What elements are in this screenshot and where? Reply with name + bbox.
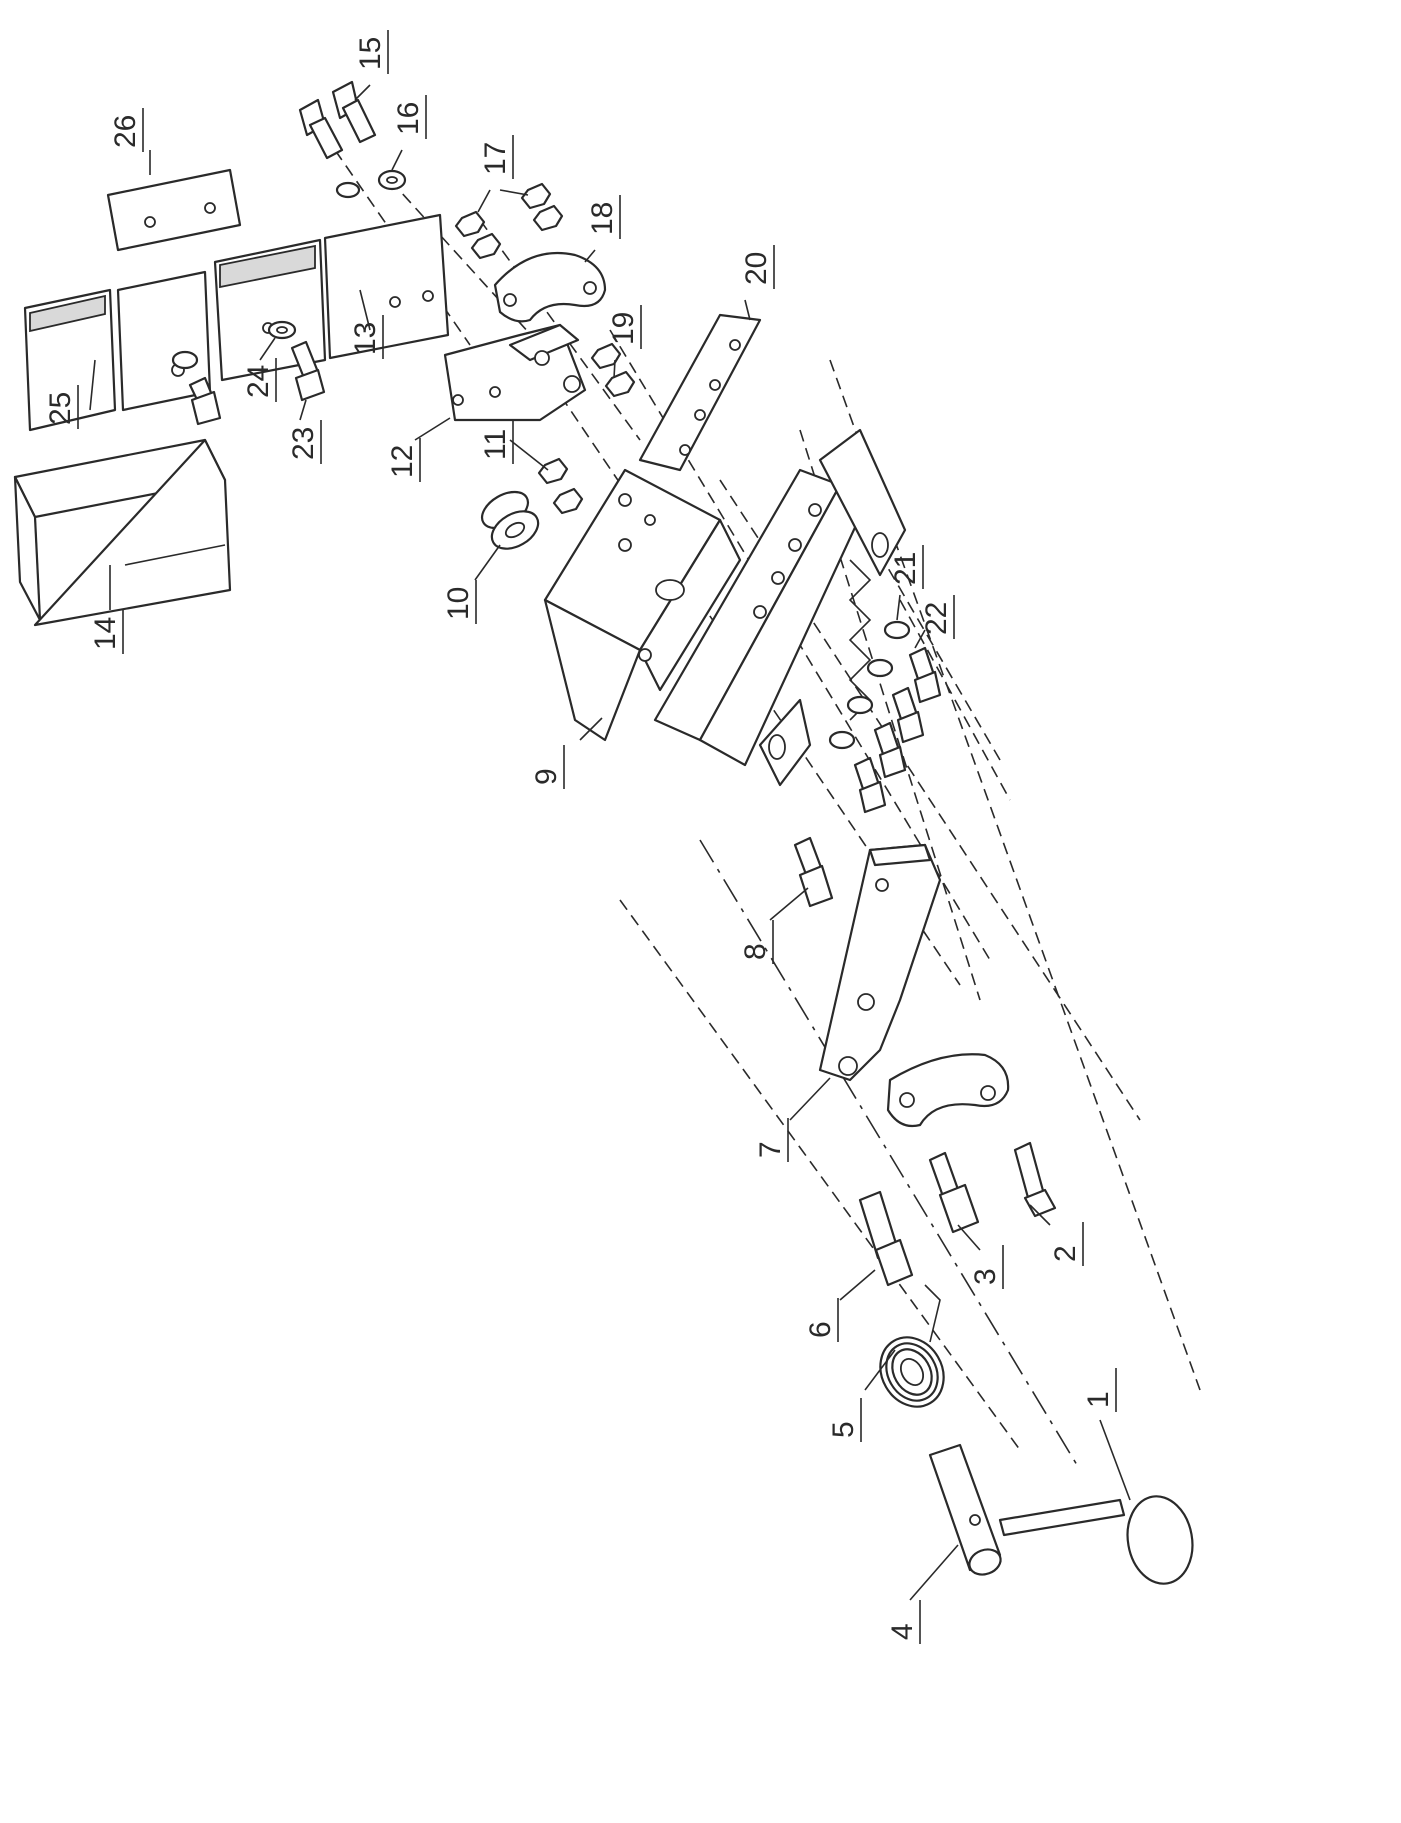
part-16-washers: [335, 169, 407, 199]
part-19-nuts: [590, 342, 636, 398]
part-24-washer: [267, 320, 297, 340]
label-part-11: 11: [479, 429, 512, 460]
part-14-square-tube: [13, 438, 232, 627]
part-20-rail-channel: [638, 313, 907, 787]
label-part-18: 18: [586, 202, 619, 235]
label-part-10: 10: [442, 587, 475, 620]
part-8-bolt: [793, 836, 834, 908]
part-7-lever-arm: [818, 843, 1010, 1128]
part-number-labels: 1 2 3 4 5 6 7 8: [44, 30, 1117, 1644]
part-21-washers: [828, 620, 911, 750]
label-part-22: 22: [920, 602, 953, 635]
part-25-tube-segment: [23, 270, 212, 432]
part-1-knob: [998, 1495, 1194, 1585]
part-9-main-block: [543, 468, 742, 742]
part-22-bolts: [853, 646, 942, 814]
part-15-bolts: [298, 80, 377, 160]
label-part-9: 9: [530, 768, 563, 785]
part-26-end-block: [106, 168, 242, 252]
part-25-bolt-and-washer: [171, 350, 222, 426]
label-part-14: 14: [89, 617, 122, 650]
label-part-25: 25: [44, 392, 77, 425]
part-23-bolt: [290, 340, 326, 402]
part-6-bolt: [858, 1190, 914, 1287]
part-3-bolt: [928, 1151, 980, 1234]
part-13-tube: [213, 213, 450, 382]
part-10-bushing: [480, 490, 540, 550]
part-4-pin-sleeve: [928, 1443, 1002, 1576]
leader-lines: [89, 84, 1131, 1601]
part-2-bolt: [1013, 1141, 1057, 1218]
part-11-nuts: [537, 457, 584, 515]
label-part-13: 13: [349, 322, 382, 355]
label-part-19: 19: [607, 312, 640, 345]
label-part-15: 15: [354, 37, 387, 70]
label-part-20: 20: [740, 252, 773, 285]
label-part-23: 23: [287, 427, 320, 460]
label-part-21: 21: [889, 552, 922, 585]
label-part-2: 2: [1049, 1245, 1082, 1262]
label-part-6: 6: [804, 1321, 837, 1338]
part-18-clamp-plate: [493, 251, 607, 323]
label-part-5: 5: [827, 1421, 860, 1438]
label-part-3: 3: [969, 1268, 1002, 1285]
label-part-12: 12: [386, 445, 419, 478]
assembly-axes: [334, 149, 1201, 1471]
part-12-hinge-bracket: [443, 323, 587, 422]
label-part-8: 8: [739, 943, 772, 960]
part-17-nuts: [454, 182, 564, 260]
part-5-torsion-spring: [879, 1284, 945, 1408]
label-part-24: 24: [242, 365, 275, 398]
label-part-4: 4: [886, 1623, 919, 1640]
label-part-26: 26: [109, 115, 142, 148]
label-part-17: 17: [479, 142, 512, 175]
label-part-16: 16: [392, 102, 425, 135]
label-part-1: 1: [1082, 1391, 1115, 1408]
label-part-7: 7: [754, 1141, 787, 1158]
